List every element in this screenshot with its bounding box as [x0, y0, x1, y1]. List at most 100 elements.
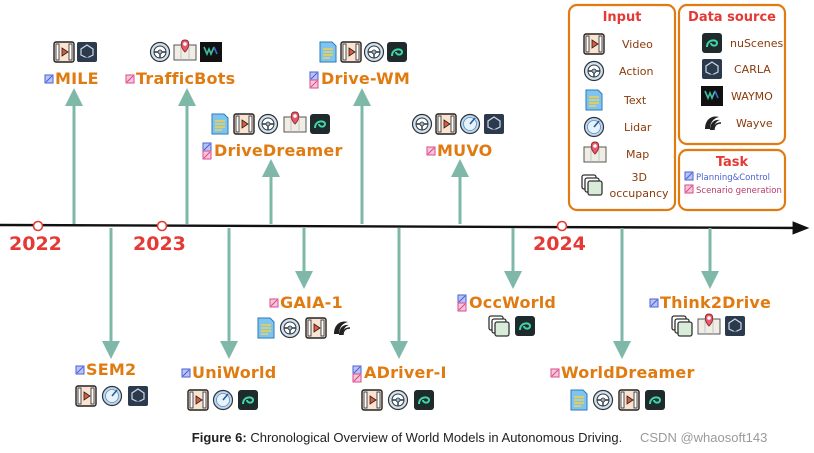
video-icon: [340, 41, 362, 63]
planning-badge: [684, 171, 694, 181]
scenario-badge: [352, 373, 362, 383]
planning-badge: [75, 365, 85, 375]
year-label-2022: 2022: [9, 233, 62, 255]
carla-icon: [76, 41, 98, 63]
legend-input-item: Map: [626, 148, 649, 161]
legend-input: Input Video Action Text Lidar Map 3D occ…: [567, 3, 677, 212]
model-name-occworld: OccWorld: [469, 293, 556, 312]
video-icon: [53, 41, 75, 63]
timeline-axis: [0, 221, 810, 235]
waymo-icon: [700, 85, 724, 107]
scenario-badge: [309, 79, 319, 89]
text-icon: [211, 113, 229, 135]
nuscenes-icon: [514, 315, 536, 337]
model-worlddreamer: WorldDreamer: [550, 363, 695, 411]
year-marker-2024: 2024: [533, 220, 586, 255]
legend-input-item: Video: [622, 38, 653, 51]
model-name-drivewm: Drive-WM: [321, 69, 410, 88]
carla-icon: [724, 315, 746, 337]
video-icon: [435, 113, 457, 135]
watermark: CSDN @whaosoft143: [640, 430, 768, 445]
legend-input-item: 3D occupancy: [609, 171, 669, 200]
model-name-muvo: MUVO: [437, 141, 492, 160]
model-name-uniworld: UniWorld: [192, 363, 276, 382]
legend-input-item: Lidar: [624, 121, 652, 134]
legend-task-title: Task: [716, 155, 749, 170]
legend-input-item: Text: [623, 94, 647, 107]
occupancy-icon: [671, 315, 693, 337]
waymo-icon: [199, 41, 223, 63]
caption-label: Figure 6:: [191, 430, 247, 445]
lidar-icon: [583, 116, 605, 138]
scenario-badge: [125, 74, 135, 84]
planning-badge: [457, 294, 467, 304]
year-marker-2023: 2023: [133, 220, 186, 255]
model-think2drive: Think2Drive: [649, 293, 771, 337]
model-trafficbots: TrafficBots: [125, 39, 235, 88]
planning-badge: [309, 71, 319, 81]
nuscenes-icon: [386, 41, 408, 63]
lidar-icon: [212, 389, 234, 411]
scenario-badge: [684, 184, 694, 194]
planning-badge: [181, 368, 191, 378]
legend-datasource-item: CARLA: [734, 63, 771, 76]
video-icon: [187, 389, 209, 411]
action-icon: [387, 389, 409, 411]
lidar-icon: [101, 385, 123, 407]
model-occworld: OccWorld: [457, 293, 556, 337]
scenario-badge: [550, 368, 560, 378]
action-icon: [279, 317, 301, 339]
legend-datasource-item: nuScenes: [730, 37, 783, 50]
model-muvo: MUVO: [411, 113, 505, 160]
legend-task: Task Planning&Control Scenario generatio…: [677, 148, 787, 212]
legend-input-item: Action: [619, 65, 653, 78]
nuscenes-icon: [237, 389, 259, 411]
wayve-icon: [333, 320, 351, 336]
planning-badge: [44, 74, 54, 84]
legend-datasource-item: Wayve: [736, 117, 773, 130]
legend-task-item: Planning&Control: [696, 173, 770, 183]
map-icon: [697, 313, 721, 335]
model-name-trafficbots: TrafficBots: [136, 69, 235, 88]
scenario-badge: [457, 302, 467, 312]
year-marker-2022: 2022: [9, 220, 62, 255]
model-drivewm: Drive-WM: [309, 41, 410, 89]
figure-caption: Figure 6: Chronological Overview of Worl…: [0, 430, 814, 445]
model-uniworld: UniWorld: [181, 363, 276, 411]
model-name-adriver: ADriver-I: [364, 363, 447, 382]
model-name-worlddreamer: WorldDreamer: [561, 363, 695, 382]
lidar-icon: [459, 113, 481, 135]
model-name-think2drive: Think2Drive: [660, 293, 771, 312]
legend-task-item: Scenario generation: [696, 186, 782, 196]
legend-input-title: Input: [603, 10, 642, 25]
model-gaia1: GAIA-1: [257, 293, 351, 339]
carla-icon: [127, 385, 149, 407]
model-name-drivedreamer: DriveDreamer: [214, 141, 343, 160]
legend-datasource-item: WAYMO: [731, 90, 773, 103]
action-icon: [363, 41, 385, 63]
caption-text: Chronological Overview of World Models i…: [250, 430, 623, 445]
year-label-2023: 2023: [133, 233, 186, 255]
year-label-2024: 2024: [533, 233, 586, 255]
action-icon: [592, 389, 614, 411]
action-icon: [257, 113, 279, 135]
video-icon: [361, 389, 383, 411]
model-name-mile: MILE: [55, 69, 99, 88]
nuscenes-icon: [644, 389, 666, 411]
video-icon: [75, 385, 97, 407]
scenario-badge: [202, 150, 212, 160]
nuscenes-icon: [413, 389, 435, 411]
planning-badge: [202, 142, 212, 152]
legend-datasource: Data source nuScenes CARLA WAYMO Wayve: [677, 3, 787, 146]
text-icon: [257, 317, 275, 339]
model-sem2: SEM2: [75, 360, 149, 407]
map-icon: [283, 111, 307, 133]
carla-icon: [483, 113, 505, 135]
nuscenes-icon: [701, 32, 723, 54]
action-icon: [149, 41, 171, 63]
nuscenes-icon: [309, 113, 331, 135]
action-icon: [583, 60, 605, 82]
planning-badge: [649, 298, 659, 308]
scenario-badge: [426, 146, 436, 156]
